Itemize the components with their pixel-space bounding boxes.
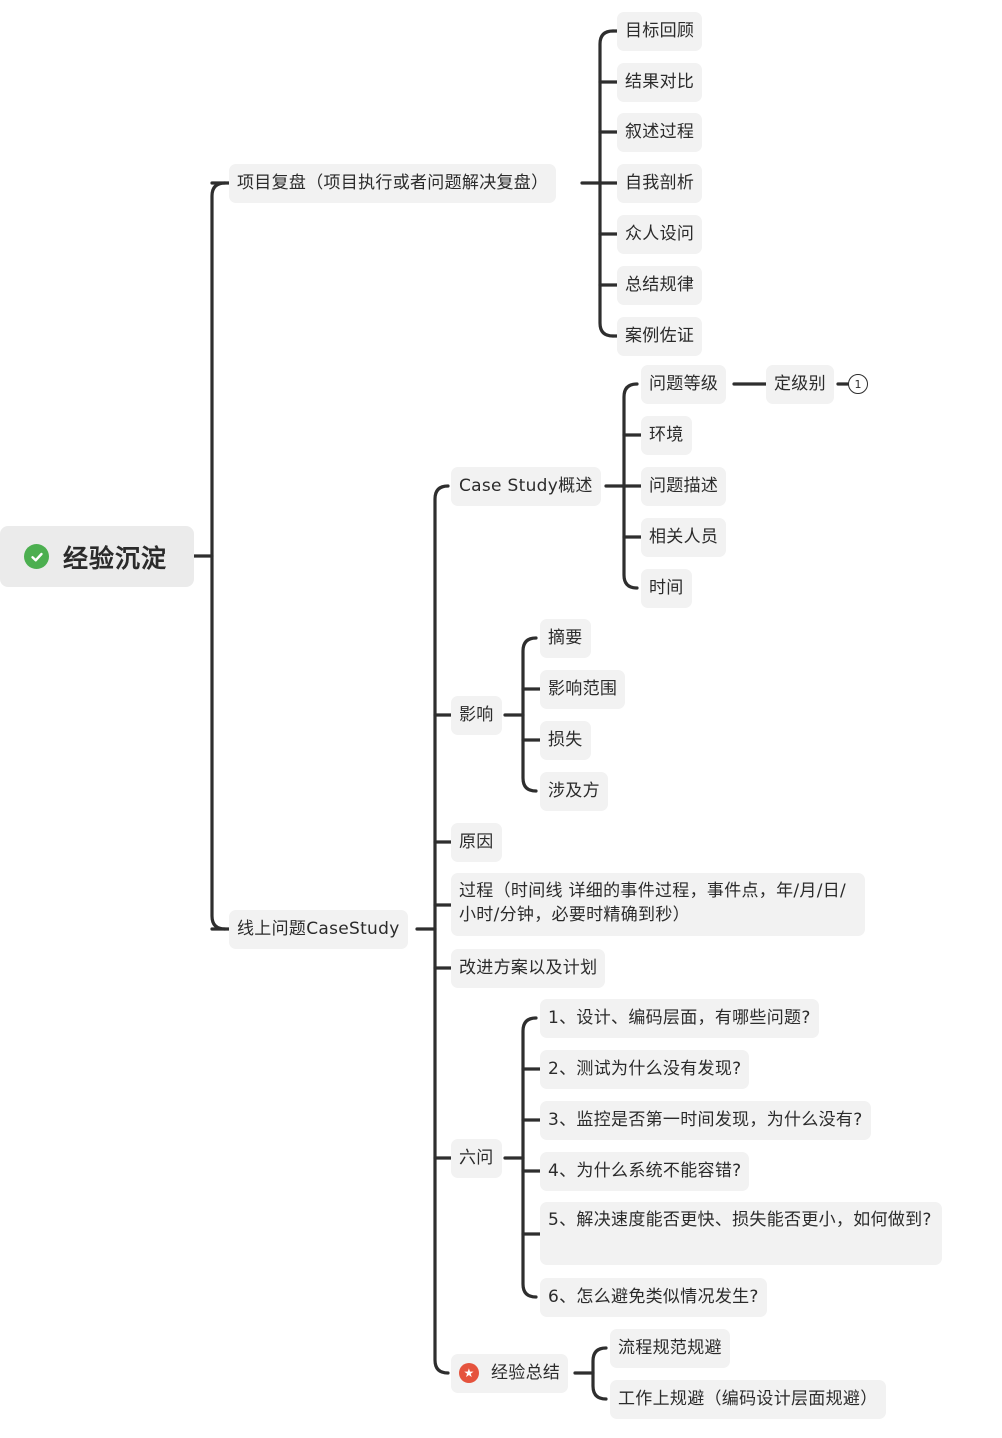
impact-loss-node[interactable]: 损失 — [540, 721, 591, 760]
question-6-node[interactable]: 6、怎么避免类似情况发生? — [540, 1278, 767, 1317]
time-node[interactable]: 时间 — [641, 569, 692, 608]
review-step-narrate[interactable]: 叙述过程 — [617, 113, 703, 152]
review-step-compare[interactable]: 结果对比 — [617, 63, 703, 102]
six-questions-node[interactable]: 六问 — [451, 1139, 502, 1178]
summary-label: 经验总结 — [491, 1363, 561, 1383]
question-4-node[interactable]: 4、为什么系统不能容错? — [540, 1152, 750, 1191]
problem-description-node[interactable]: 问题描述 — [641, 467, 727, 506]
casestudy-node[interactable]: 线上问题CaseStudy — [229, 910, 408, 949]
root-node[interactable]: 经验沉淀 — [0, 526, 194, 587]
summary-process-node[interactable]: 流程规范规避 — [610, 1329, 730, 1368]
question-2-node[interactable]: 2、测试为什么没有发现? — [540, 1050, 750, 1089]
impact-parties-node[interactable]: 涉及方 — [540, 772, 608, 811]
grade-count-badge[interactable]: 1 — [848, 374, 868, 394]
problem-level-node[interactable]: 问题等级 — [641, 365, 727, 404]
overview-node[interactable]: Case Study概述 — [451, 467, 601, 506]
impact-summary-node[interactable]: 摘要 — [540, 619, 591, 658]
review-step-self-analysis[interactable]: 自我剖析 — [617, 164, 703, 203]
question-1-node[interactable]: 1、设计、编码层面，有哪些问题? — [540, 999, 819, 1038]
review-step-cases[interactable]: 案例佐证 — [617, 317, 703, 356]
summary-node[interactable]: ★ 经验总结 — [451, 1354, 569, 1393]
cause-node[interactable]: 原因 — [451, 823, 502, 862]
review-node[interactable]: 项目复盘（项目执行或者问题解决复盘） — [229, 164, 557, 203]
question-5-node[interactable]: 5、解决速度能否更快、损失能否更小，如何做到? — [540, 1202, 942, 1265]
review-step-goal[interactable]: 目标回顾 — [617, 12, 703, 51]
review-step-summarize[interactable]: 总结规律 — [617, 266, 703, 305]
impact-node[interactable]: 影响 — [451, 696, 502, 735]
review-step-questions[interactable]: 众人设问 — [617, 215, 703, 254]
root-label: 经验沉淀 — [63, 543, 168, 573]
impact-scope-node[interactable]: 影响范围 — [540, 670, 626, 709]
environment-node[interactable]: 环境 — [641, 416, 692, 455]
process-node[interactable]: 过程（时间线 详细的事件过程，事件点，年/月/日/小时/分钟，必要时精确到秒） — [451, 873, 865, 936]
star-badge-icon: ★ — [459, 1363, 479, 1383]
grade-node[interactable]: 定级别 — [766, 365, 834, 404]
summary-work-node[interactable]: 工作上规避（编码设计层面规避） — [610, 1380, 886, 1419]
improvement-plan-node[interactable]: 改进方案以及计划 — [451, 949, 606, 988]
check-circle-icon — [24, 544, 49, 569]
question-3-node[interactable]: 3、监控是否第一时间发现，为什么没有? — [540, 1101, 871, 1140]
related-people-node[interactable]: 相关人员 — [641, 518, 727, 557]
